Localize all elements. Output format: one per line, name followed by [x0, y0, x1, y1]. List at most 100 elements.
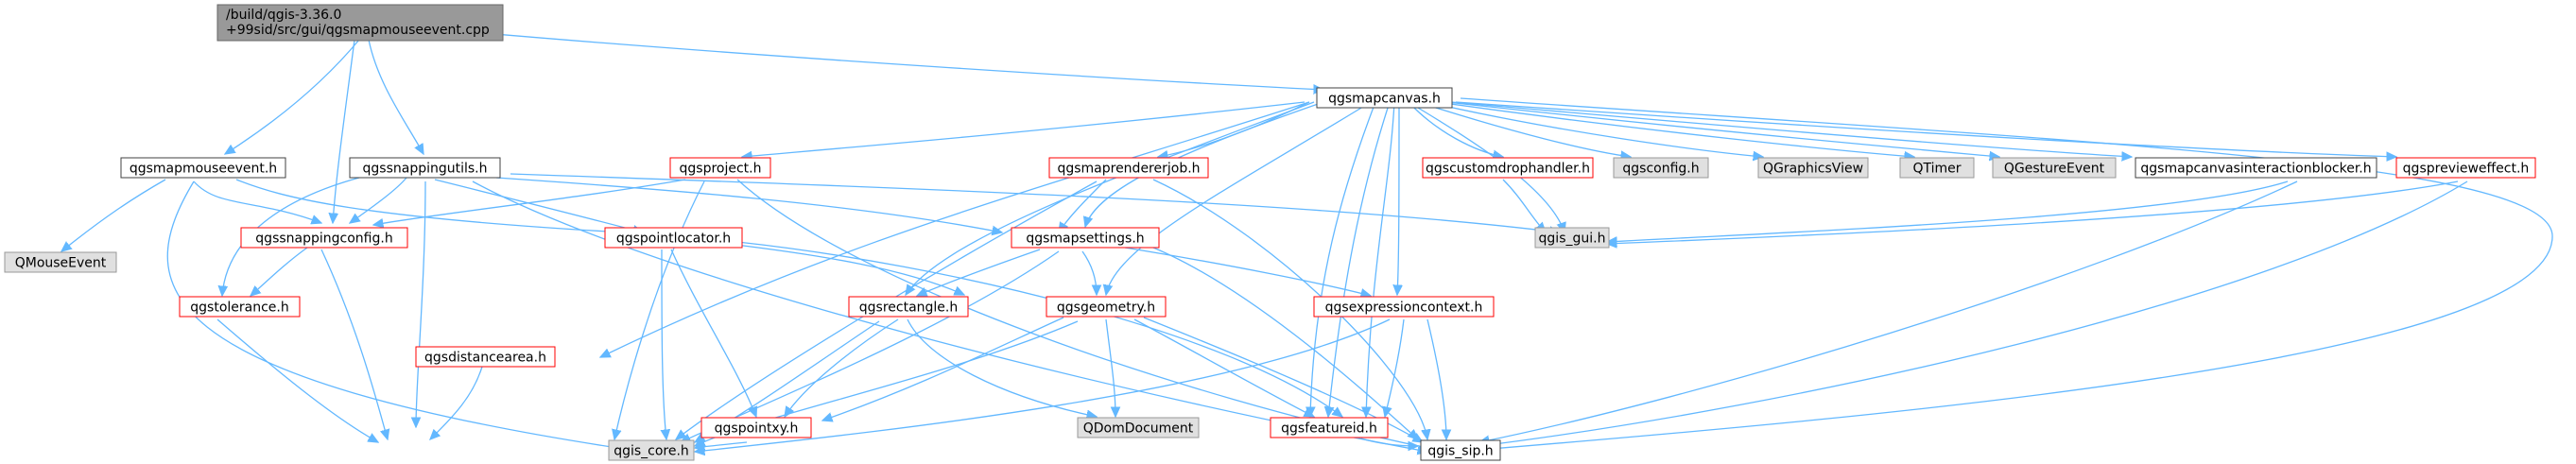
node-label: qgsmapmouseevent.h [130, 162, 277, 177]
node-label: qgsgeometry.h [1057, 301, 1155, 316]
node-label: qgsmaprendererjob.h [1057, 162, 1200, 177]
edge [1479, 180, 2468, 446]
edge [225, 39, 360, 154]
edge [1385, 318, 1405, 417]
graph-node: qgsgeometry.h [1046, 296, 1167, 318]
edge [434, 179, 643, 232]
edge [670, 249, 756, 417]
graph-node: qgsconfig.h [1613, 157, 1709, 179]
graph-node: qgsmapsettings.h [1011, 227, 1160, 249]
graph-node: qgsmaprendererjob.h [1048, 157, 1209, 179]
edge [822, 317, 1064, 421]
graph-node: qgscustomdrophandler.h [1422, 157, 1594, 179]
graph-node: qgssnappingconfig.h [240, 227, 408, 249]
edge [1455, 101, 2396, 157]
edge [510, 173, 1560, 232]
node-label: qgsproject.h [680, 162, 762, 177]
edge [373, 179, 686, 225]
dependency-edges [61, 31, 2553, 452]
edge [251, 247, 308, 296]
edge [695, 318, 1391, 452]
node-label: QGestureEvent [2004, 162, 2105, 177]
node-label: qgsfeatureid.h [1281, 421, 1377, 437]
node-label: qgsconfig.h [1622, 162, 1699, 177]
edge [350, 177, 407, 223]
edge [785, 318, 899, 417]
edge [906, 101, 1315, 295]
edge [614, 180, 705, 439]
edge [1436, 101, 1914, 157]
edge [430, 366, 483, 439]
edge [1143, 317, 1423, 442]
graph-node: qgsfeatureid.h [1270, 417, 1389, 438]
node-label: qgis_core.h [614, 444, 689, 459]
edge [917, 249, 1041, 296]
graph-node: qgspointxy.h [700, 417, 812, 438]
edge [166, 180, 643, 452]
graph-node: qgspointlocator.h [604, 227, 743, 249]
root-path-line1: /build/qgis-3.36.0 [226, 8, 341, 23]
edge [416, 180, 426, 427]
edge [907, 318, 1097, 417]
edge [1143, 243, 1418, 439]
graph-node: qgsmapcanvas.h [1316, 87, 1453, 109]
graph-node: qgstolerance.h [179, 296, 301, 318]
graph-node: QGestureEvent [1992, 157, 2117, 179]
graph-node: qgsdistancearea.h [415, 346, 556, 368]
node-label: qgsprevieweffect.h [2403, 162, 2530, 177]
edge [472, 31, 1323, 90]
edge [736, 241, 1342, 417]
edge [1328, 101, 1391, 417]
edge [742, 101, 1305, 157]
node-label: QGraphicsView [1763, 162, 1863, 177]
graph-node: qgsmapmouseevent.h [120, 157, 286, 179]
graph-node: qgis_core.h [608, 439, 695, 461]
node-label: qgis_gui.h [1539, 232, 1606, 247]
edge [1366, 101, 1395, 417]
edge [1502, 179, 1546, 232]
edge [1081, 250, 1097, 295]
node-label: qgspointlocator.h [616, 232, 731, 247]
graph-node: qgis_gui.h [1534, 227, 1610, 249]
node-label: qgspointxy.h [715, 421, 799, 437]
node-label: qgis_sip.h [1427, 444, 1493, 459]
node-label: qgsmapcanvasinteractionblocker.h [2140, 162, 2371, 177]
graph-node: qgsexpressioncontext.h [1313, 296, 1495, 318]
edge [1450, 101, 2132, 157]
node-label: qgstolerance.h [190, 301, 288, 316]
graph-node: QGraphicsView [1757, 157, 1869, 179]
edge [1607, 180, 2459, 244]
edge [222, 177, 360, 296]
edge [1105, 318, 1115, 417]
graph-node: qgsproject.h [669, 157, 771, 179]
edge [600, 101, 1310, 357]
root-path-line2: +99sid/src/gui/qgsmapmouseevent.cpp [226, 23, 490, 38]
edge [1479, 180, 2298, 442]
node-label: qgssnappingconfig.h [255, 232, 392, 247]
edge [61, 179, 166, 251]
edge [676, 180, 1098, 439]
node-label: qgsmapcanvas.h [1328, 92, 1441, 107]
node-label: QTimer [1912, 162, 1961, 177]
edge [1426, 318, 1446, 439]
graph-node: qgsprevieweffect.h [2395, 157, 2536, 179]
edge [1310, 101, 1376, 417]
node-label: QMouseEvent [15, 256, 107, 271]
edge [193, 180, 321, 223]
node-label: qgsexpressioncontext.h [1325, 301, 1483, 316]
node-label: qgsrectangle.h [859, 301, 958, 316]
edge [1445, 101, 1999, 157]
edge [1106, 101, 1372, 295]
edge [1607, 180, 2289, 242]
edge [1360, 438, 1418, 446]
edge [333, 39, 355, 223]
edge [1417, 101, 1631, 157]
edge [1460, 97, 2553, 450]
node-label: qgssnappingutils.h [363, 162, 488, 177]
edge [1426, 101, 1763, 157]
graph-node: qgsrectangle.h [848, 296, 969, 318]
graph-node: qgis_sip.h [1420, 439, 1501, 461]
graph-node: QTimer [1899, 157, 1975, 179]
node-label: qgscustomdrophandler.h [1426, 162, 1590, 177]
